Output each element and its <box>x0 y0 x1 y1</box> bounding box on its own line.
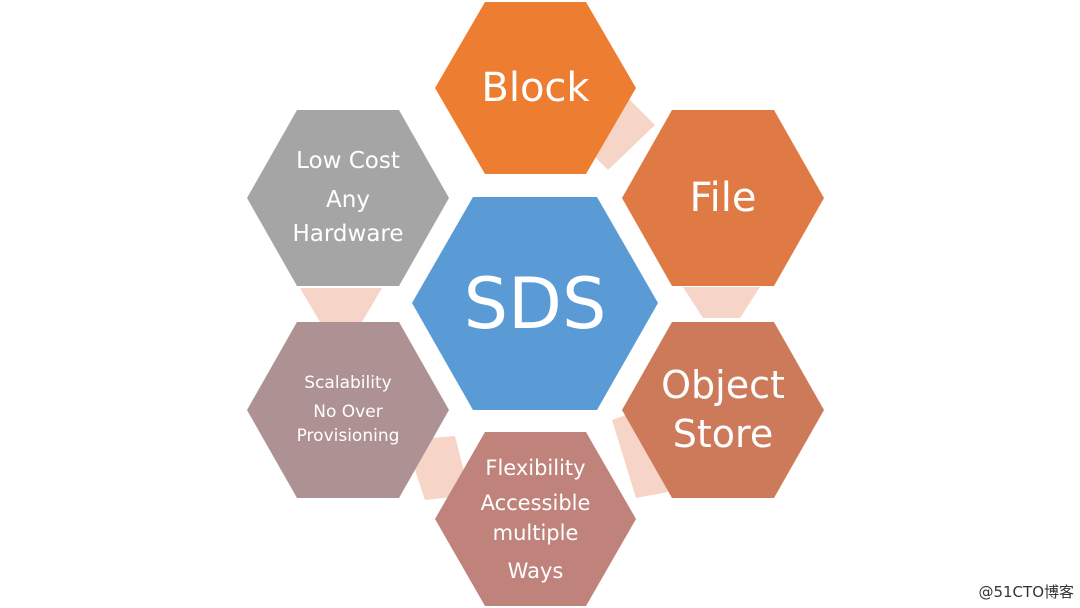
object-store-line-2: Store <box>672 412 774 456</box>
block-text: Block <box>481 65 590 111</box>
object-store-line-1: Object <box>661 362 785 407</box>
scalability-line-1: Scalability <box>304 373 392 394</box>
hex-low-cost <box>247 110 449 286</box>
center-label: SDS <box>464 197 607 410</box>
flexibility-label: Flexibility Accessible multiple Ways <box>435 444 636 596</box>
scalability-label: Scalability No Over Provisioning <box>247 322 449 498</box>
watermark: @51CTO博客 <box>978 583 1074 601</box>
low-cost-label: Low Cost Any Hardware <box>247 110 449 286</box>
flexibility-line-2: Accessible <box>480 490 591 515</box>
connector-scal-low <box>300 288 382 322</box>
connector-file-object <box>683 287 760 318</box>
low-cost-line-1: Low Cost <box>296 147 400 174</box>
scalability-line-2: No Over <box>313 401 383 422</box>
file-label: File <box>622 110 824 286</box>
block-label: Block <box>435 2 636 174</box>
file-text: File <box>689 175 757 221</box>
scalability-line-3: Provisioning <box>296 426 400 447</box>
flexibility-line-1: Flexibility <box>485 456 586 481</box>
hex-block <box>435 2 636 174</box>
low-cost-line-3: Hardware <box>292 220 404 247</box>
hex-object-store <box>622 322 824 498</box>
hex-flexibility <box>435 432 636 606</box>
connector-block-file <box>588 95 655 170</box>
center-text: SDS <box>463 262 607 345</box>
hex-center-sds <box>412 197 658 410</box>
flexibility-line-3: multiple <box>492 521 579 545</box>
flexibility-line-4: Ways <box>507 559 564 584</box>
object-store-label: Object Store <box>622 322 824 498</box>
hex-scalability <box>247 322 449 498</box>
low-cost-line-2: Any <box>326 187 370 214</box>
connector-object-flex <box>612 410 668 498</box>
hex-file <box>622 110 824 286</box>
